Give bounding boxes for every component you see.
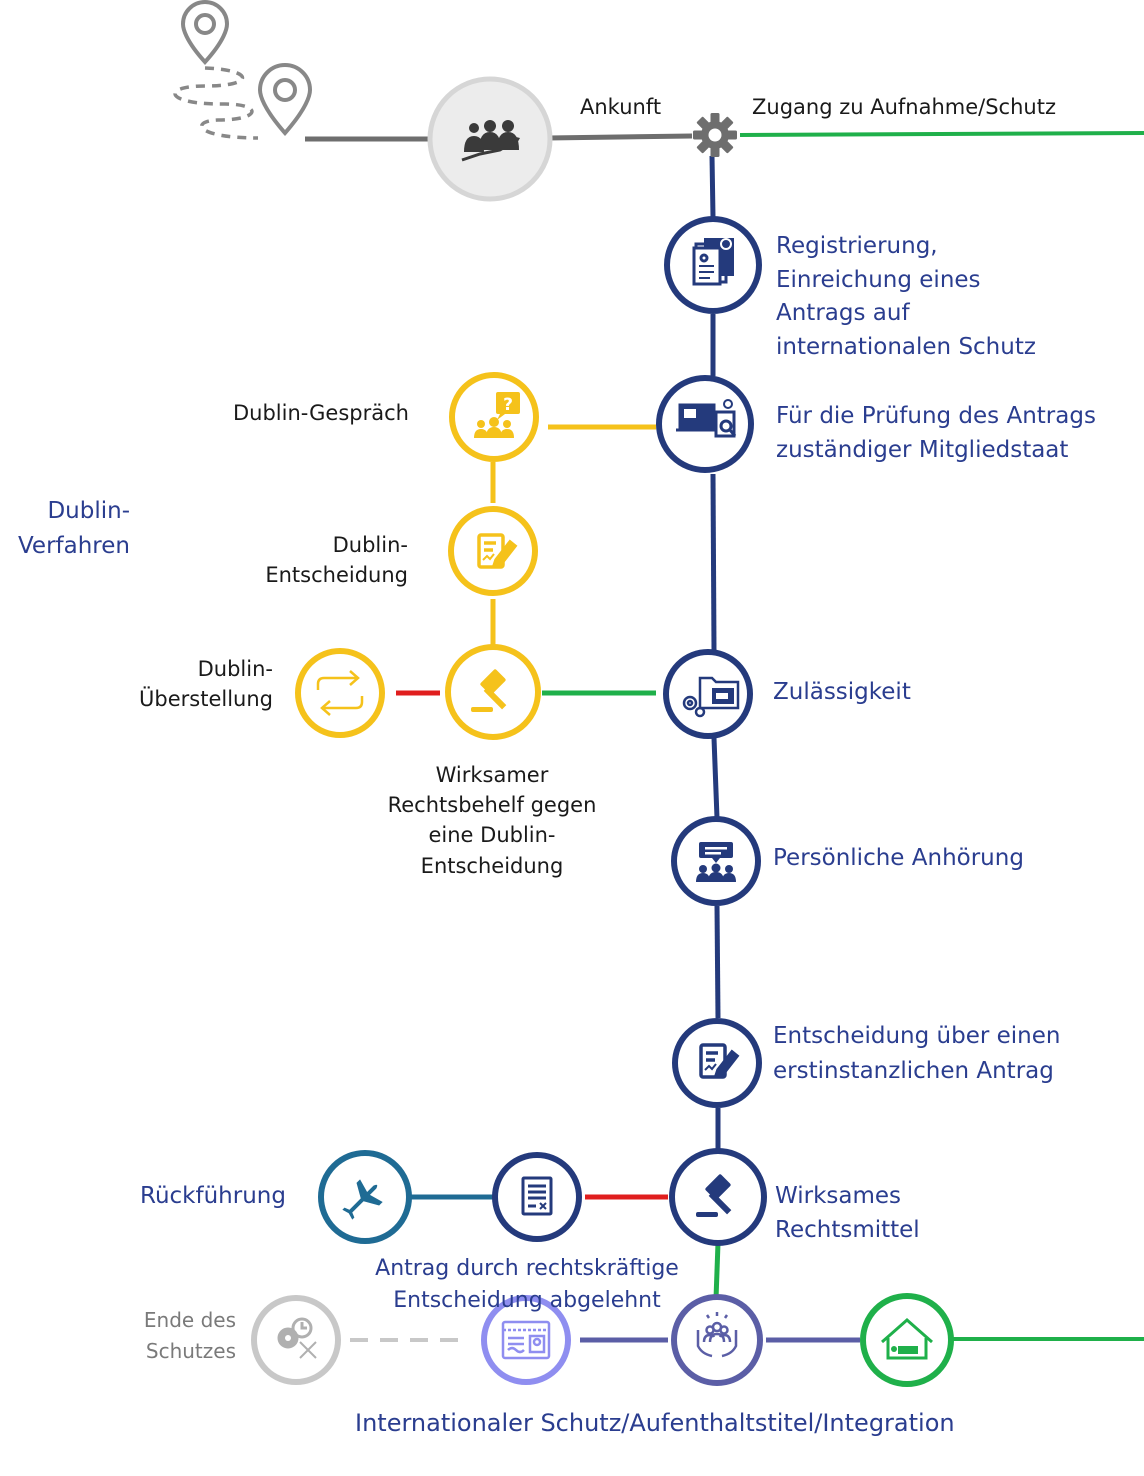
dublin-gespraech-node: ? bbox=[449, 372, 539, 462]
pruefung-label: Für die Prüfung des Antrags zuständiger … bbox=[776, 403, 1096, 463]
document-x-icon bbox=[521, 1176, 553, 1216]
documents-icon bbox=[692, 238, 734, 286]
ankunft-node bbox=[427, 76, 553, 202]
ende-label: Ende des Schutzes bbox=[143, 1308, 236, 1363]
anhoerung-node bbox=[671, 816, 761, 906]
rueckfuehrung-node bbox=[318, 1150, 412, 1244]
registrierung-node bbox=[664, 216, 762, 314]
dublin-entscheidung-node bbox=[448, 506, 538, 596]
main-line-3 bbox=[710, 473, 717, 651]
document-pen-icon bbox=[477, 533, 518, 569]
rechtsbehelf-node bbox=[445, 644, 541, 740]
schutz-label: Internationaler Schutz/Aufenthaltstitel/… bbox=[355, 1409, 955, 1437]
gavel-icon bbox=[471, 669, 507, 712]
document-pen-icon bbox=[699, 1043, 740, 1079]
dublin-verfahren-label: Dublin- Verfahren bbox=[17, 498, 130, 559]
anhoerung-label: Persönliche Anhörung bbox=[773, 845, 1024, 871]
house-bed-icon bbox=[881, 1318, 933, 1360]
entscheidung-node bbox=[672, 1018, 762, 1108]
people-speech-icon bbox=[696, 842, 736, 882]
group-growth-icon bbox=[461, 120, 520, 162]
laptop-search-icon bbox=[676, 399, 737, 438]
ueberstellung-node bbox=[295, 648, 385, 738]
zugang-label: Zugang zu Aufnahme/Schutz bbox=[752, 95, 1056, 119]
permit-card-icon bbox=[501, 1320, 551, 1360]
connector-lines bbox=[305, 131, 1144, 1343]
svg-text:?: ? bbox=[503, 395, 513, 415]
rechtsbehelf-label: Wirksamer Rechtsbehelf gegen eine Dublin… bbox=[387, 763, 597, 878]
folder-gears-icon bbox=[682, 676, 740, 718]
dublin-ueberstellung-label: Dublin- Überstellung bbox=[139, 657, 273, 712]
reception-line bbox=[739, 131, 1144, 137]
main-line-1 bbox=[709, 155, 716, 218]
people-hands-icon bbox=[696, 1312, 738, 1358]
green-line-down bbox=[713, 1242, 721, 1300]
abgelehnt-label: Antrag durch rechtskräftige Entscheidung… bbox=[375, 1256, 679, 1313]
arrival-gear-line bbox=[547, 133, 693, 141]
airplane-icon bbox=[342, 1179, 383, 1220]
aufenthaltstitel-node bbox=[481, 1295, 571, 1385]
gavel-icon bbox=[696, 1174, 732, 1217]
main-line-4 bbox=[711, 737, 720, 819]
people-question-icon: ? bbox=[474, 392, 520, 438]
main-line-5 bbox=[714, 905, 721, 1019]
rechtsmittel-node bbox=[669, 1148, 767, 1246]
registrierung-label: Registrierung, Einreichung eines Antrags… bbox=[776, 233, 1036, 360]
entscheidung-label: Entscheidung über einen erstinstanzliche… bbox=[773, 1023, 1061, 1084]
zugang-node bbox=[693, 113, 737, 157]
abgelehnt-node bbox=[492, 1152, 582, 1242]
rechtsmittel-label: Wirksames Rechtsmittel bbox=[775, 1183, 920, 1243]
pruefung-node bbox=[656, 375, 754, 473]
zulaessigkeit-node bbox=[663, 649, 753, 739]
integration-node bbox=[860, 1293, 954, 1387]
zulaessigkeit-label: Zulässigkeit bbox=[773, 679, 911, 705]
rueckfuehrung-label: Rückführung bbox=[140, 1183, 286, 1209]
map-pins-icon bbox=[173, 0, 313, 140]
ende-node bbox=[251, 1295, 341, 1385]
dublin-entscheidung-label: Dublin- Entscheidung bbox=[265, 533, 408, 588]
schutz-node bbox=[671, 1294, 763, 1386]
transfer-arrows-icon bbox=[316, 670, 364, 716]
gear-icon bbox=[693, 113, 737, 157]
ankunft-label: Ankunft bbox=[580, 95, 662, 119]
expired-gear-icon bbox=[277, 1317, 317, 1359]
dublin-gespraech-label: Dublin-Gespräch bbox=[233, 401, 409, 425]
